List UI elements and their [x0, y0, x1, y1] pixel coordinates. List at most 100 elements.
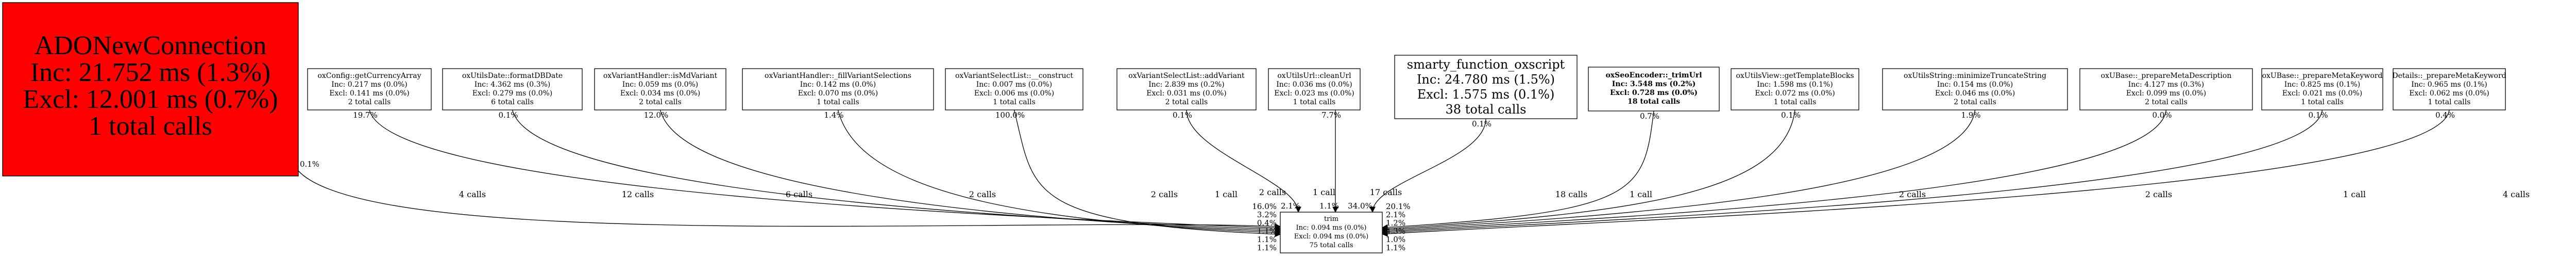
node-excl: Excl: 0.034 ms (0.0%) — [620, 89, 701, 98]
node-name: trim — [1324, 215, 1338, 223]
edge-tail-pct: 100.0% — [995, 110, 1025, 120]
call-edge — [369, 109, 1281, 231]
edge-head-pct: 1.1% — [1386, 243, 1405, 252]
node-name: oxUBase::_prepareMetaDescription — [2101, 72, 2232, 80]
call-edge — [1381, 110, 1654, 231]
node-name: oxSeoEncoder::_trimUrl — [1605, 71, 1702, 79]
node-name: oxVariantSelectList::__construct — [955, 72, 1073, 80]
node-inc: Inc: 1.598 ms (0.1%) — [1757, 81, 1833, 89]
edge-calls-label: 2 calls — [1151, 189, 1178, 199]
edge-calls-label: 2 calls — [969, 189, 996, 199]
node-inc: Inc: 0.825 ms (0.1%) — [2284, 81, 2361, 89]
call-edge — [1381, 109, 2167, 234]
edge-calls-label: 12 calls — [622, 189, 654, 199]
node-excl: Excl: 0.062 ms (0.0%) — [2409, 89, 2489, 98]
edge-head-pct: 34.0% — [1348, 201, 1372, 211]
function-node[interactable]: oxVariantHandler::_fillVariantSelections… — [742, 68, 934, 110]
node-calls: 1 total calls — [817, 98, 859, 106]
node-inc: Inc: 0.036 ms (0.0%) — [1276, 81, 1352, 89]
node-box — [2079, 68, 2253, 110]
node-inc: Inc: 4.362 ms (0.3%) — [474, 81, 551, 89]
node-excl: Excl: 0.046 ms (0.0%) — [1935, 89, 2015, 98]
call-edge — [1381, 109, 1976, 233]
edge-tail-pct: 7.7% — [1321, 110, 1341, 120]
node-calls: 1 total calls — [2301, 98, 2344, 106]
node-excl: Excl: 0.072 ms (0.0%) — [1755, 89, 1835, 98]
node-inc: Inc: 3.548 ms (0.2%) — [1612, 80, 1696, 88]
edge-calls-label: 1 call — [1630, 189, 1652, 199]
edge-calls-label: 2 calls — [2145, 189, 2172, 199]
node-calls: 38 total calls — [1446, 102, 1527, 117]
node-box — [2393, 68, 2506, 110]
node-calls: 1 total calls — [89, 111, 212, 141]
node-excl: Excl: 0.099 ms (0.0%) — [2126, 89, 2207, 98]
call-edge — [1186, 109, 1301, 213]
node-name: oxVariantSelectList::addVariant — [1128, 72, 1245, 80]
node-excl: Excl: 0.031 ms (0.0%) — [1146, 89, 1227, 98]
edge-calls-label: 1 call — [1313, 187, 1335, 197]
edge-head-pct: 1.1% — [1257, 243, 1277, 252]
edge-calls-label: 4 calls — [459, 189, 486, 199]
node-calls: 75 total calls — [1309, 242, 1353, 249]
node-box — [594, 68, 726, 110]
edge-tail-pct: 1.9% — [1961, 110, 1980, 120]
node-calls: 2 total calls — [639, 98, 682, 106]
edge-tail-pct: 0.4% — [2435, 110, 2455, 120]
node-excl: Excl: 0.141 ms (0.0%) — [329, 89, 410, 98]
edge-calls-label: 18 calls — [1555, 189, 1587, 199]
node-calls: 2 total calls — [1954, 98, 1996, 106]
call-edge — [837, 109, 1281, 236]
node-excl: Excl: 12.001 ms (0.7%) — [23, 85, 278, 114]
call-edge — [1381, 109, 1795, 232]
node-inc: Inc: 0.059 ms (0.0%) — [622, 81, 699, 89]
edge-head-pct: 1.1% — [1257, 227, 1277, 236]
edge-calls-label: 17 calls — [1370, 187, 1402, 197]
node-calls: 1 total calls — [993, 98, 1036, 106]
node-box — [307, 68, 432, 110]
call-edge — [1013, 109, 1281, 237]
node-calls: 18 total calls — [1628, 98, 1680, 106]
node-calls: 6 total calls — [491, 98, 534, 106]
node-box — [1882, 68, 2068, 110]
edge-calls-label: 1 call — [1215, 189, 1238, 199]
node-box — [442, 68, 583, 110]
node-name: oxUtilsDate::formatDBDate — [462, 72, 563, 80]
node-box — [1280, 212, 1383, 253]
node-excl: Excl: 0.094 ms (0.0%) — [1294, 233, 1368, 241]
edge-head-pct: 1.2% — [1386, 218, 1405, 228]
edge-calls-label: 6 calls — [786, 189, 812, 199]
edge-head-pct: 4.3% — [1386, 227, 1405, 236]
edge-tail-pct: 0.1% — [300, 159, 319, 169]
edge-tail-pct: 19.7% — [353, 110, 378, 120]
node-excl: Excl: 0.279 ms (0.0%) — [472, 89, 553, 98]
edge-head-pct: 0.4% — [1257, 218, 1277, 228]
call-edge — [1381, 109, 2323, 236]
edge-calls-label: 2 calls — [1899, 189, 1926, 199]
node-excl: Excl: 0.728 ms (0.0%) — [1610, 89, 1698, 97]
node-inc: Inc: 0.217 ms (0.0%) — [331, 81, 408, 89]
node-excl: Excl: 0.021 ms (0.0%) — [2282, 89, 2363, 98]
edge-head-pct: 2.1% — [1386, 210, 1405, 219]
function-node[interactable]: oxUtilsString::minimizeTruncateStringInc… — [1882, 68, 2068, 110]
edge-tail-pct: 0.1% — [498, 110, 518, 120]
node-box — [945, 68, 1083, 110]
node-inc: Inc: 21.752 ms (1.3%) — [30, 58, 270, 87]
call-edge — [512, 109, 1281, 233]
node-box — [1588, 67, 1720, 111]
node-calls: 1 total calls — [1293, 98, 1336, 106]
